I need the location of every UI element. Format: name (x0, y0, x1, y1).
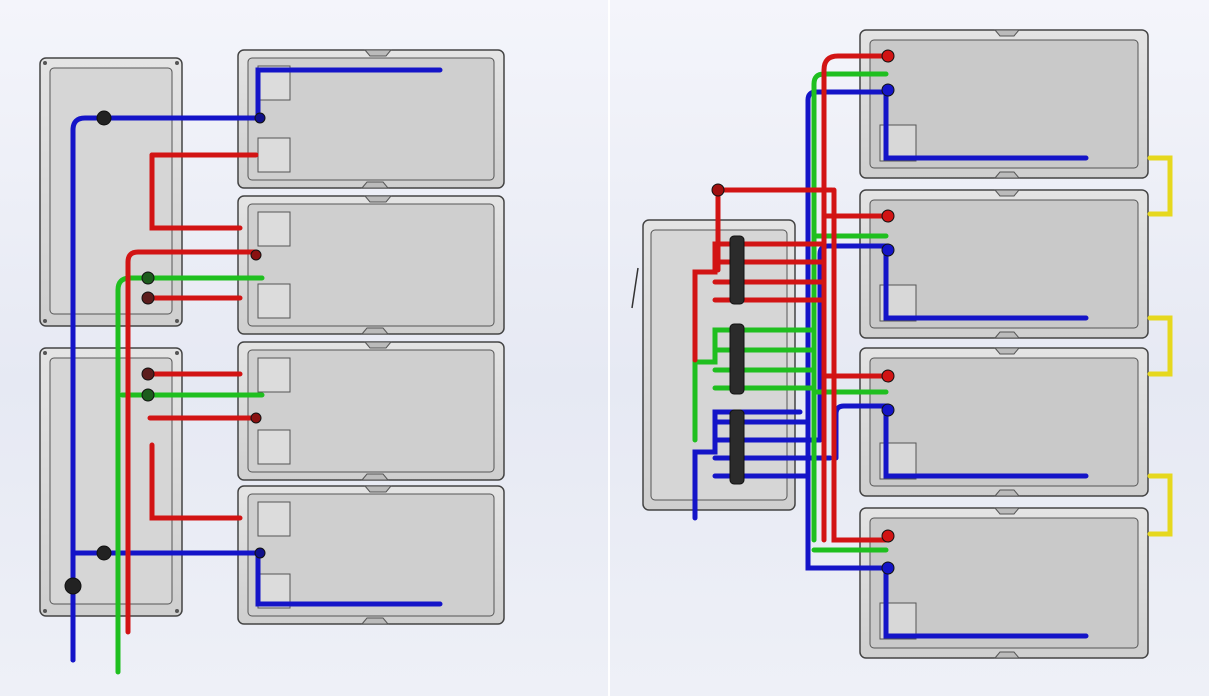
left-view (39, 49, 505, 675)
process-tank-side-4[interactable] (859, 507, 1149, 659)
red-pipe-network-left (125, 152, 259, 635)
reservoir-tank-upper[interactable] (39, 57, 183, 327)
process-tank-side-2[interactable] (859, 189, 1149, 339)
blue-pipe-network-left (70, 67, 443, 663)
yellow-overflow-pipes (1147, 155, 1173, 537)
process-tank-side-3[interactable] (859, 347, 1149, 497)
process-tank-3[interactable] (237, 341, 505, 481)
right-view (631, 29, 1173, 659)
pump-icon-group-right (711, 49, 895, 575)
reservoir-tank-lower[interactable] (39, 347, 183, 617)
pump-icon-group-left (64, 110, 266, 595)
process-tank-side-1[interactable] (859, 29, 1149, 179)
process-tank-4[interactable] (237, 485, 505, 625)
process-tank-2[interactable] (237, 195, 505, 335)
